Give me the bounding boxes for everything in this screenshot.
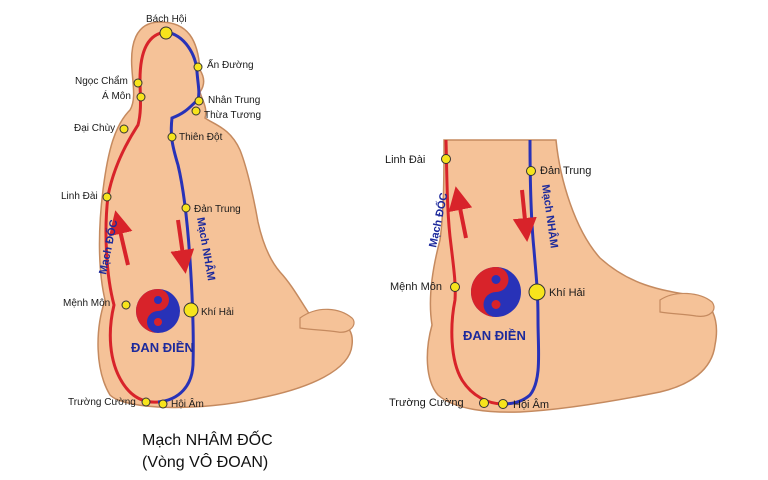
left-label-linh-dai: Linh Đài bbox=[61, 191, 98, 202]
left-label-dan-trung: Đản Trung bbox=[194, 204, 241, 215]
left-label-an-duong: Ấn Đường bbox=[207, 58, 254, 71]
left-point-truong-cuong bbox=[141, 397, 151, 407]
left-point-thua-tuong bbox=[191, 106, 201, 116]
left-point-ngoc-cham bbox=[133, 78, 143, 88]
left-point-dai-chuy bbox=[119, 124, 129, 134]
right-label-dan-trung: Đản Trung bbox=[540, 165, 591, 177]
left-point-dan-trung bbox=[181, 203, 191, 213]
left-figure: ĐAN ĐIỀN Mạch ĐỐC Mạch NHÂM Bách Hội Ấn … bbox=[61, 14, 355, 410]
right-point-hoi-am bbox=[498, 399, 508, 409]
left-point-bach-hoi bbox=[159, 26, 173, 40]
left-label-thua-tuong: Thừa Tương bbox=[204, 110, 261, 121]
left-point-an-duong bbox=[193, 62, 203, 72]
right-label-hoi-am: Hội Âm bbox=[513, 398, 549, 411]
right-yin-yang-icon bbox=[471, 267, 521, 317]
left-label-a-mon: Á Môn bbox=[102, 89, 131, 102]
left-point-nhan-trung bbox=[194, 96, 204, 106]
left-knee-hand bbox=[299, 308, 355, 333]
right-figure: ĐAN ĐIỀN Mạch ĐỐC Mạch NHÂM Linh Đài Đản… bbox=[385, 139, 718, 413]
left-label-bach-hoi: Bách Hội bbox=[146, 14, 187, 25]
left-label-menh-mon: Mệnh Môn bbox=[63, 298, 110, 309]
right-nham-channel bbox=[502, 139, 541, 406]
left-label-thien-dot: Thiên Đột bbox=[179, 132, 223, 143]
left-yin-yang-icon bbox=[136, 289, 180, 333]
right-point-dan-trung bbox=[526, 166, 536, 176]
left-point-khi-hai bbox=[183, 302, 199, 318]
left-label-khi-hai: Khí Hải bbox=[201, 307, 234, 318]
left-dan-dien-label: ĐAN ĐIỀN bbox=[131, 340, 194, 355]
caption-title: Mạch NHÂM ĐỐC bbox=[142, 432, 273, 449]
right-point-labels: Linh Đài Đản Trung Mệnh Môn Khí Hải Trườ… bbox=[385, 154, 591, 411]
left-point-thien-dot bbox=[167, 132, 177, 142]
right-point-linh-dai bbox=[441, 154, 451, 164]
right-label-menh-mon: Mệnh Môn bbox=[390, 281, 442, 293]
caption-subtitle: (Vòng VÔ ĐOAN) bbox=[142, 454, 269, 471]
right-label-truong-cuong: Trường Cường bbox=[389, 397, 464, 409]
right-doc-arrow-up bbox=[448, 186, 473, 239]
left-nham-channel bbox=[157, 30, 201, 404]
left-label-hoi-am: Hội Âm bbox=[171, 397, 204, 410]
left-label-dai-chuy: Đại Chùy bbox=[74, 123, 115, 134]
left-point-labels: Bách Hội Ấn Đường Ngọc Chẩm Á Môn Nhân T… bbox=[61, 14, 261, 410]
left-nham-arrow-down bbox=[170, 219, 195, 274]
right-point-menh-mon bbox=[450, 282, 460, 292]
left-acupoints bbox=[102, 26, 204, 409]
right-doc-channel bbox=[444, 139, 504, 406]
right-knee-hand bbox=[659, 292, 715, 317]
right-label-khi-hai: Khí Hải bbox=[549, 287, 585, 299]
left-point-hoi-am bbox=[158, 399, 168, 409]
right-point-truong-cuong bbox=[479, 398, 489, 408]
right-point-khi-hai bbox=[528, 283, 546, 301]
left-point-menh-mon bbox=[121, 300, 131, 310]
right-body-silhouette bbox=[426, 139, 718, 413]
left-doc-arrow-up bbox=[109, 210, 133, 266]
left-point-linh-dai bbox=[102, 192, 112, 202]
right-dan-dien-label: ĐAN ĐIỀN bbox=[463, 328, 526, 343]
right-nham-arrow-down bbox=[512, 189, 537, 242]
right-acupoints bbox=[441, 154, 546, 409]
right-label-linh-dai: Linh Đài bbox=[385, 154, 425, 166]
left-label-ngoc-cham: Ngọc Chẩm bbox=[75, 75, 128, 87]
left-label-truong-cuong: Trường Cường bbox=[68, 397, 136, 408]
left-point-a-mon bbox=[136, 92, 146, 102]
left-label-nhan-trung: Nhân Trung bbox=[208, 95, 260, 106]
